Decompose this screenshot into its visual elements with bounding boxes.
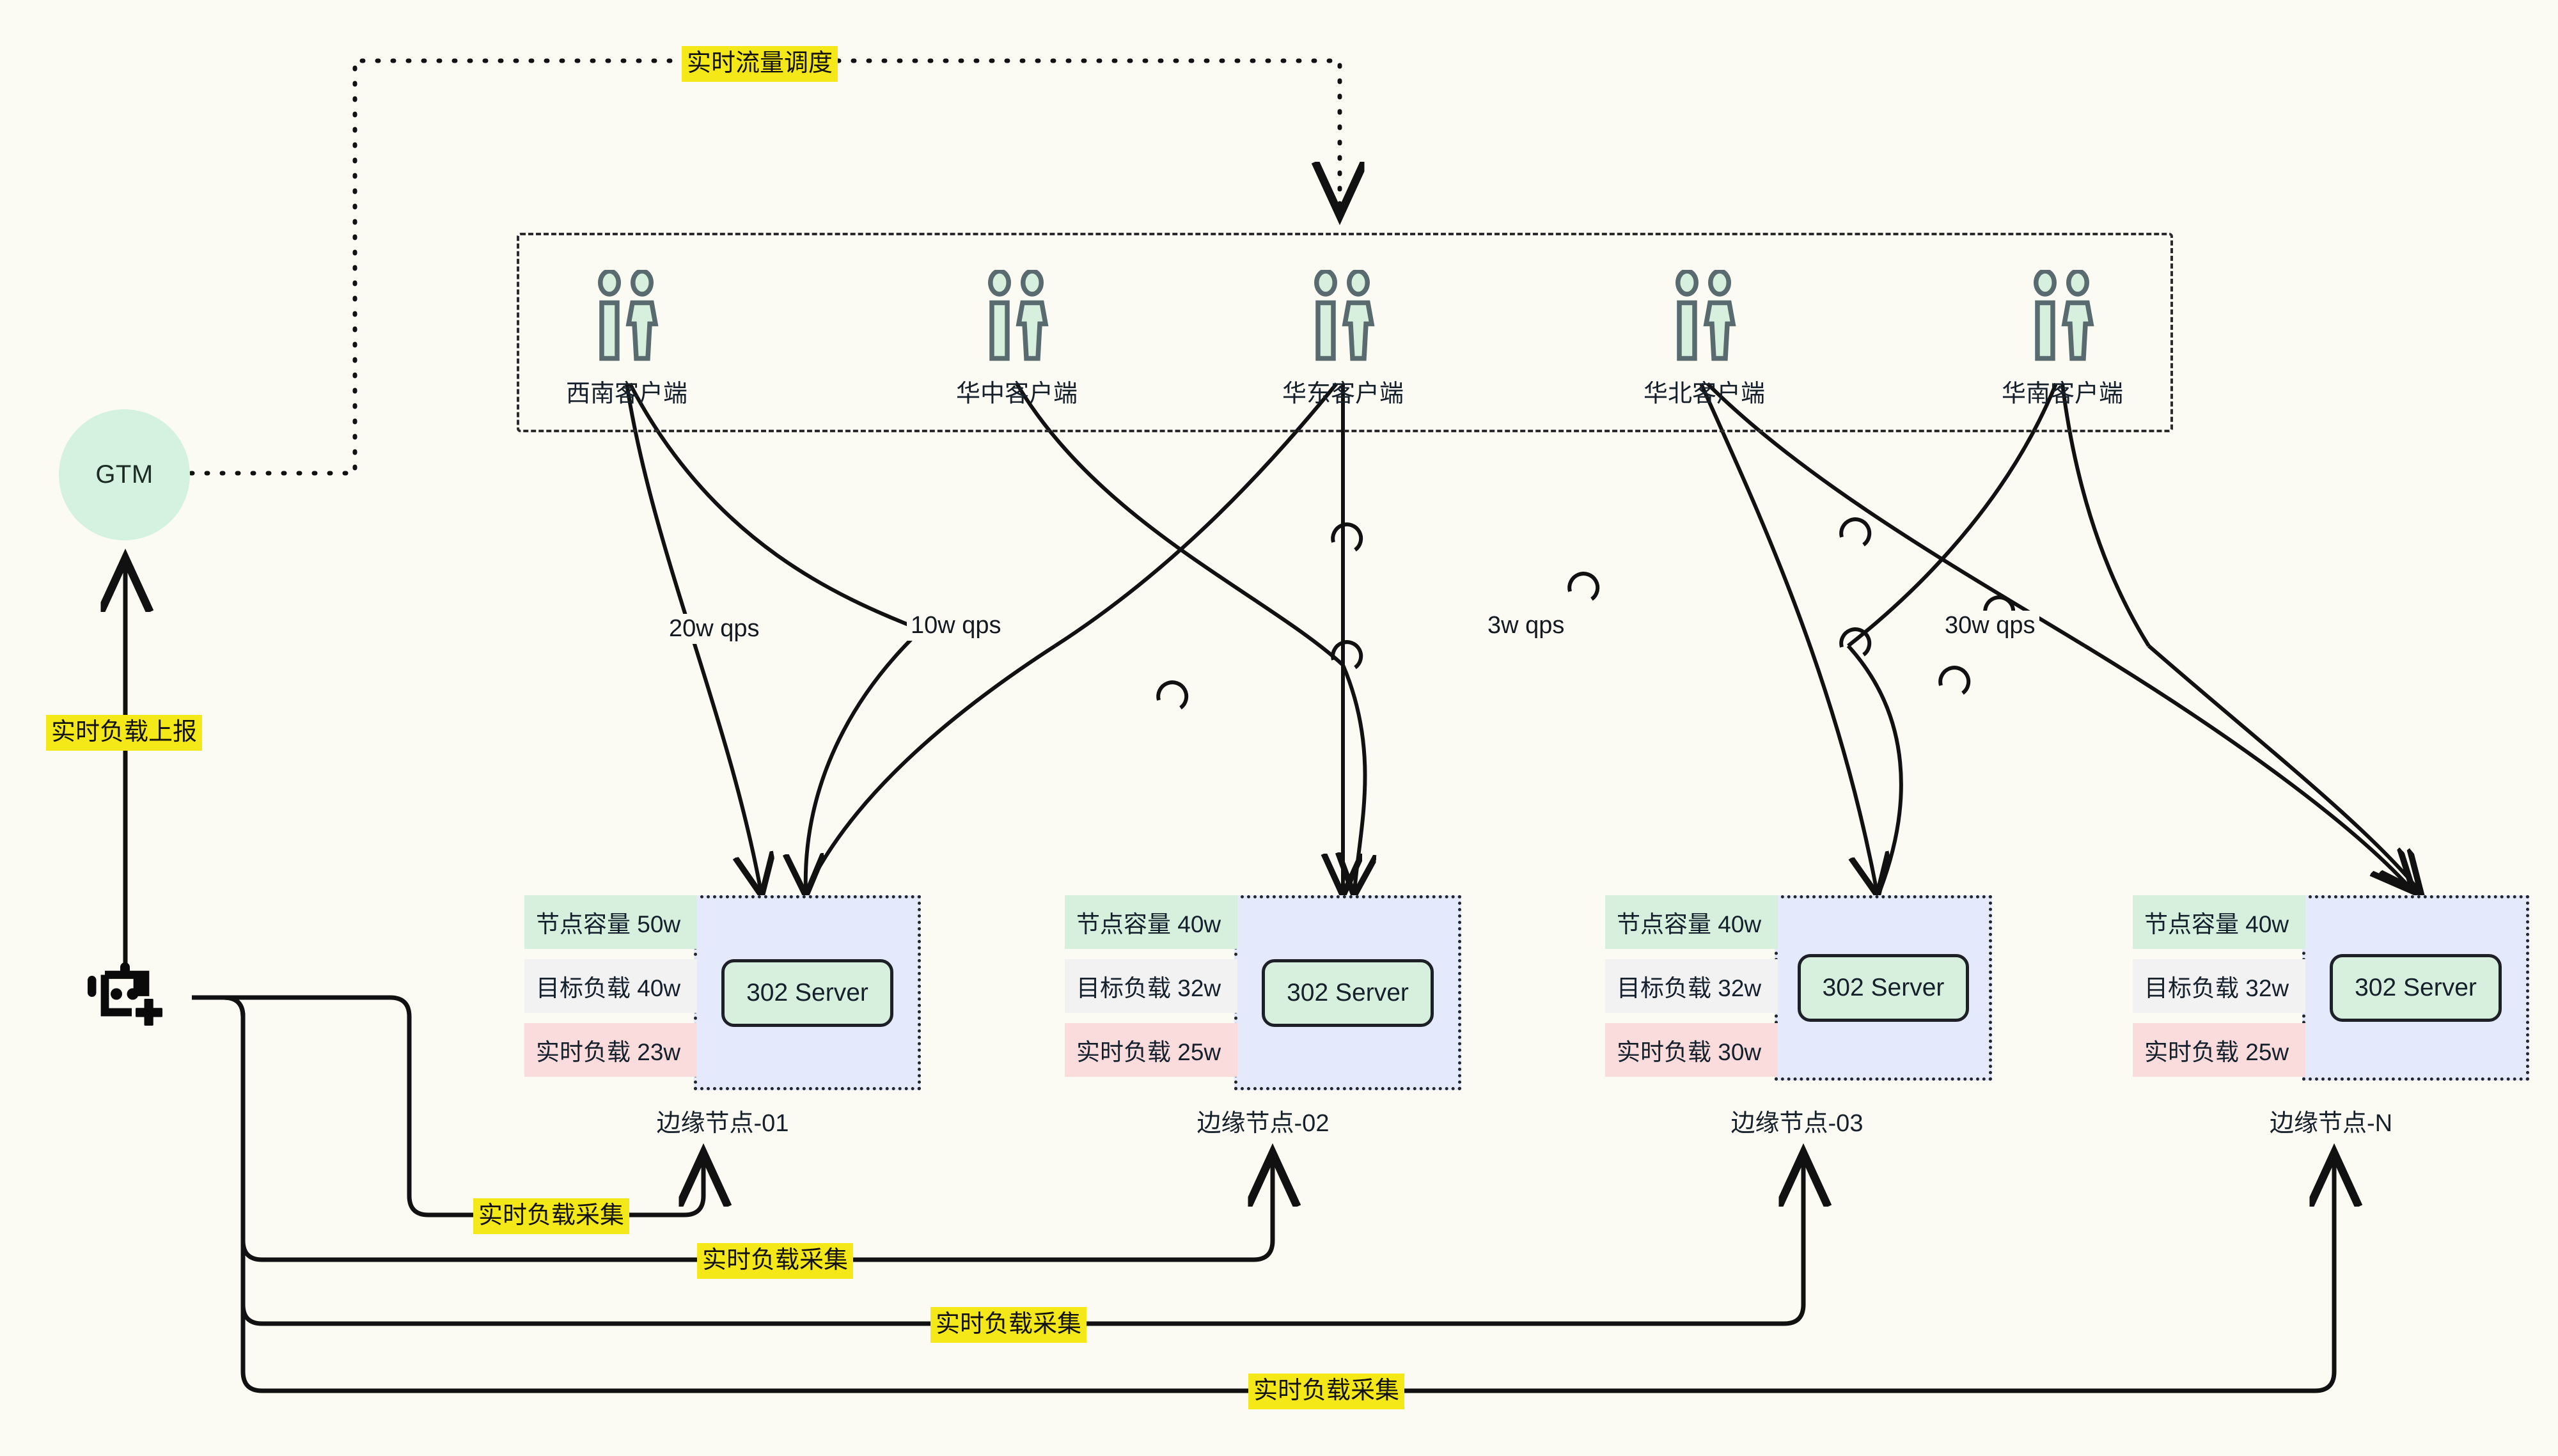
metric-capacity: 节点容量 40w	[1605, 895, 1778, 949]
metric-target-load: 目标负载 40w	[524, 959, 697, 1013]
robot-glyph	[88, 962, 162, 1026]
two-people-icon	[921, 256, 1113, 364]
curve-sw-to-n1-b	[628, 382, 922, 632]
client-label: 华南客户端	[2001, 380, 2123, 407]
label-qps-20w: 20w qps	[665, 614, 764, 644]
curve-hz-to-n2b	[1343, 664, 1365, 892]
metric-live-load: 实时负载 30w	[1605, 1023, 1778, 1077]
client-label: 西南客户端	[565, 380, 687, 407]
robot-plus-icon[interactable]	[78, 962, 174, 1039]
metric-target-load: 目标负载 32w	[2133, 959, 2305, 1013]
edge-node-01-caption: 边缘节点-01	[656, 1110, 789, 1137]
label-load-report: 实时负载上报	[46, 715, 203, 751]
edge-node-03[interactable]: 302 Server 节点容量 40w 目标负载 32w 实时负载 30w 边缘…	[1605, 895, 1992, 1157]
server-302-chip[interactable]: 302 Server	[1797, 954, 1970, 1022]
metric-capacity: 节点容量 40w	[2133, 895, 2305, 949]
edge-node-n-metrics: 节点容量 40w 目标负载 32w 实时负载 25w	[2133, 895, 2305, 1077]
edge-node-01-box: 302 Server	[694, 895, 921, 1090]
metric-capacity: 节点容量 50w	[524, 895, 697, 949]
curve-hb-to-n3	[1699, 382, 1877, 892]
curve-hn-to-n3b	[1846, 644, 1903, 891]
bus-to-n1	[192, 995, 703, 1217]
collection-buses	[192, 995, 2334, 1393]
edge-node-02-caption: 边缘节点-02	[1197, 1110, 1330, 1137]
edge-node-n-caption: 边缘节点-N	[2269, 1110, 2393, 1137]
metric-gap	[2133, 1013, 2305, 1023]
client-hb[interactable]: 华北客户端	[1608, 256, 1800, 409]
label-load-collect-2: 实时负载采集	[697, 1243, 854, 1279]
curve-hd-to-n1b	[805, 644, 1056, 891]
metric-gap	[1605, 1013, 1778, 1023]
two-people-icon	[1966, 256, 2158, 364]
edge-node-02[interactable]: 302 Server 节点容量 40w 目标负载 32w 实时负载 25w 边缘…	[1065, 895, 1461, 1157]
client-sw[interactable]: 西南客户端	[531, 256, 723, 409]
edge-node-n-box: 302 Server	[2302, 895, 2529, 1081]
client-hz[interactable]: 华中客户端	[921, 256, 1113, 409]
metric-target-load: 目标负载 32w	[1065, 959, 1237, 1013]
curve-hd-to-n1	[1054, 382, 1338, 648]
two-people-icon	[1608, 256, 1800, 364]
server-302-chip[interactable]: 302 Server	[2330, 954, 2502, 1022]
label-qps-10w: 10w qps	[907, 611, 1005, 641]
gtm-node[interactable]: GTM	[59, 409, 190, 540]
metric-gap	[2133, 949, 2305, 959]
edge-node-02-metrics: 节点容量 40w 目标负载 32w 实时负载 25w	[1065, 895, 1237, 1077]
label-load-collect-4: 实时负载采集	[1248, 1374, 1405, 1409]
edge-node-03-metrics: 节点容量 40w 目标负载 32w 实时负载 30w	[1605, 895, 1778, 1077]
client-hn[interactable]: 华南客户端	[1966, 256, 2158, 409]
label-qps-30w: 30w qps	[1941, 611, 2039, 641]
bus-to-n3	[192, 995, 1803, 1326]
metric-gap	[524, 1013, 697, 1023]
two-people-icon	[1247, 256, 1439, 364]
metric-live-load: 实时负载 25w	[2133, 1023, 2305, 1077]
label-traffic-schedule: 实时流量调度	[682, 46, 838, 82]
metric-gap	[1605, 949, 1778, 959]
client-label: 华东客户端	[1282, 380, 1404, 407]
client-group-container	[517, 233, 2173, 432]
line-jumps	[1156, 517, 2016, 710]
label-qps-3w: 3w qps	[1484, 611, 1569, 641]
metric-gap	[524, 949, 697, 959]
client-label: 华中客户端	[955, 380, 1078, 407]
metric-live-load: 实时负载 23w	[524, 1023, 697, 1077]
metric-live-load: 实时负载 25w	[1065, 1023, 1237, 1077]
edge-node-02-box: 302 Server	[1234, 895, 1461, 1090]
metric-gap	[1065, 949, 1237, 959]
metric-capacity: 节点容量 40w	[1065, 895, 1237, 949]
edge-node-01[interactable]: 302 Server 节点容量 50w 目标负载 40w 实时负载 23w 边缘…	[524, 895, 921, 1157]
curve-sw-to-n1-b2	[806, 628, 923, 892]
client-hd[interactable]: 华东客户端	[1247, 256, 1439, 409]
edge-node-03-box: 302 Server	[1775, 895, 1992, 1081]
edge-node-n[interactable]: 302 Server 节点容量 40w 目标负载 32w 实时负载 25w 边缘…	[2133, 895, 2529, 1157]
curve-hn-to-nNb	[2147, 644, 2419, 890]
edge-node-03-caption: 边缘节点-03	[1730, 1110, 1864, 1137]
metric-gap	[1065, 1013, 1237, 1023]
metric-target-load: 目标负载 32w	[1605, 959, 1778, 1013]
label-load-collect-3: 实时负载采集	[930, 1307, 1087, 1343]
edge-gtm-to-clients	[173, 58, 1340, 476]
curve-hn-to-nN	[2060, 383, 2151, 647]
server-302-chip[interactable]: 302 Server	[721, 959, 893, 1027]
label-load-collect-1: 实时负载采集	[473, 1198, 630, 1234]
two-people-icon	[531, 256, 723, 364]
curve-hb-to-nNb	[2083, 644, 2411, 889]
server-302-chip[interactable]: 302 Server	[1262, 959, 1434, 1027]
bus-to-nN	[192, 995, 2334, 1393]
gtm-label: GTM	[95, 460, 153, 489]
edge-node-01-metrics: 节点容量 50w 目标负载 40w 实时负载 23w	[524, 895, 697, 1077]
client-label: 华北客户端	[1643, 380, 1765, 407]
curve-hn-to-n3	[1847, 382, 2058, 648]
